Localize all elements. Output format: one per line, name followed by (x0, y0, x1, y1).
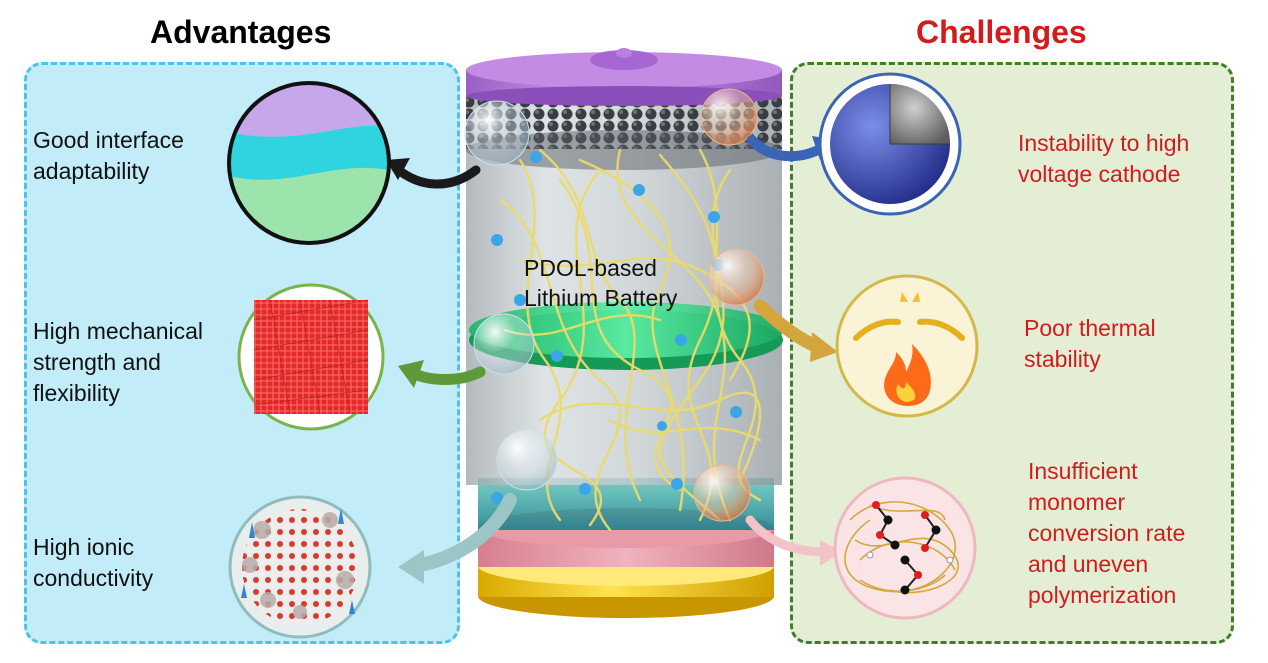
arrows (386, 135, 842, 584)
advantage-label-ionic: High ionic conductivity (33, 532, 153, 594)
bubble-top-left (464, 100, 530, 166)
label-line: strength and (33, 349, 161, 375)
bubble-low-left (496, 429, 558, 491)
label-line: monomer (1028, 489, 1126, 515)
challenges-title: Challenges (916, 14, 1087, 50)
label-line: polymerization (1028, 582, 1177, 608)
challenge-label-thermal: Poor thermal stability (1024, 313, 1156, 375)
polymer-fibers (498, 148, 762, 532)
arrow-to-polymer (745, 515, 831, 557)
broken-fiber-left (853, 318, 901, 341)
label-line: adaptability (33, 158, 150, 184)
ionic-circle (228, 495, 372, 639)
label-line: flexibility (33, 380, 120, 406)
label-line: voltage cathode (1018, 161, 1181, 187)
battery-label: PDOL-based Lithium Battery (524, 253, 677, 313)
bubble-low-right (693, 464, 751, 522)
label-line: Poor thermal (1024, 315, 1156, 341)
label-line: High ionic (33, 534, 134, 560)
bubble-top-right (700, 88, 758, 146)
label-line: and uneven (1028, 551, 1149, 577)
polymer-circle (833, 476, 977, 620)
cathode-circle (818, 72, 962, 216)
arrow-to-mesh (404, 366, 486, 385)
label-line: Insufficient (1028, 458, 1138, 484)
arrow-to-interface (391, 163, 481, 189)
arrow-to-cathode (747, 135, 827, 162)
bubble-mid-left (473, 313, 535, 375)
challenge-label-cathode: Instability to high voltage cathode (1018, 128, 1189, 190)
monomer-molecules (866, 501, 954, 595)
arrow-to-ionic (408, 493, 517, 573)
broken-fiber-right (917, 318, 965, 341)
label-line: Good interface (33, 127, 184, 153)
advantages-title: Advantages (150, 14, 332, 50)
battery (464, 48, 783, 618)
separator-disc (469, 302, 783, 358)
cap-terminal (590, 50, 658, 70)
challenge-label-polymerization: Insufficient monomer conversion rate and… (1028, 456, 1185, 611)
advantage-label-mechanical: High mechanical strength and flexibility (33, 316, 203, 409)
battery-label-line-2: Lithium Battery (524, 285, 678, 311)
bubble-mid-right (707, 248, 765, 306)
mesh-circle (237, 283, 385, 431)
interface-circle (227, 81, 391, 245)
label-line: conductivity (33, 565, 154, 591)
battery-label-line-1: PDOL-based (524, 255, 657, 281)
label-line: conversion rate (1028, 520, 1186, 546)
thermal-circle (835, 274, 979, 418)
label-line: stability (1024, 346, 1101, 372)
label-line: Instability to high (1018, 130, 1190, 156)
flame-icon (884, 344, 931, 406)
advantage-label-interface: Good interface adaptability (33, 125, 184, 187)
label-line: High mechanical (33, 318, 204, 344)
